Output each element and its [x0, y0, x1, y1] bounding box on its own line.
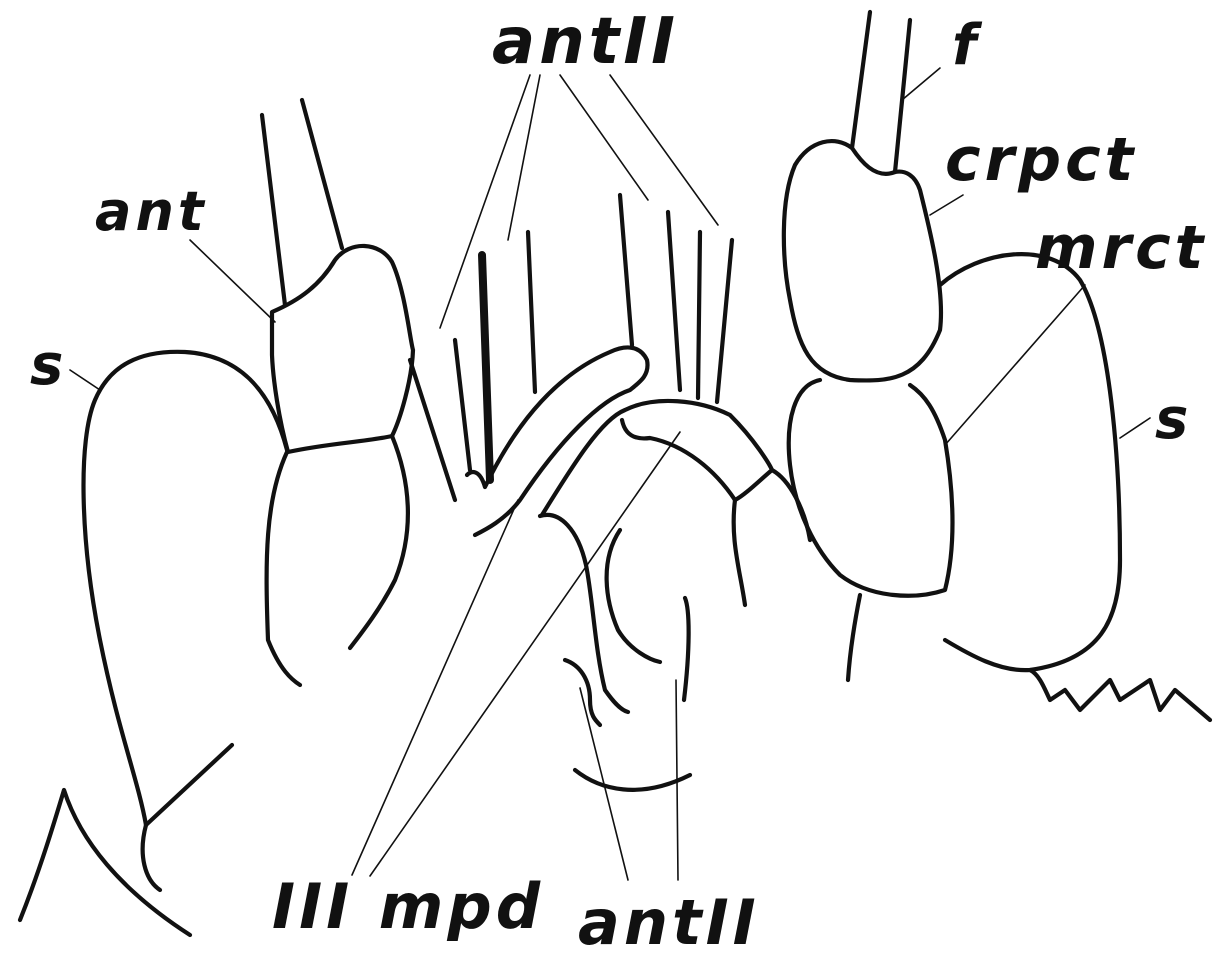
leader-f	[902, 68, 940, 100]
left-sac-stub-right	[146, 745, 232, 825]
label-mrct: mrct	[1035, 218, 1207, 278]
left-antennule-rod-b	[302, 100, 342, 248]
left-tip-spike	[20, 790, 190, 935]
leader-antII-2	[508, 75, 540, 240]
label-crpct: crpct	[945, 130, 1137, 190]
label-s-right: s	[1155, 392, 1192, 448]
leader-s-left	[70, 370, 100, 390]
left-antennule-rod-a	[262, 115, 285, 305]
leader-crpct	[930, 195, 963, 215]
lower-appendage-right	[684, 598, 689, 700]
left-sac-outline	[84, 352, 287, 825]
label-s-left: s	[30, 338, 67, 394]
f-rod-left	[852, 12, 870, 148]
center-bristle-1	[455, 340, 470, 470]
leader-IIImpd-2	[370, 432, 680, 876]
leader-ant	[190, 240, 275, 322]
right-inner-lobe	[734, 500, 745, 605]
label-IIImpd: III mpd	[272, 876, 544, 938]
leader-antII-3	[560, 75, 648, 200]
label-antII-bottom: antII	[578, 892, 760, 954]
left-lower-segment	[267, 452, 300, 685]
center-bristle-3	[620, 195, 632, 345]
leader-antII-4	[610, 75, 718, 225]
label-f: f	[952, 18, 980, 74]
lower-appendage-tip	[575, 770, 690, 790]
label-ant: ant	[95, 185, 208, 239]
lower-appendage-hook	[565, 660, 600, 725]
center-bristle-2	[528, 232, 535, 392]
leader-antII-bottom-1	[580, 688, 628, 880]
merocerite-segment	[789, 380, 953, 596]
left-antennule-segment	[272, 246, 413, 452]
leader-IIImpd-1	[352, 500, 518, 875]
left-sac-stub-lower	[143, 825, 160, 890]
left-oblique-rod	[410, 360, 455, 500]
left-lower-segment-right	[350, 436, 408, 648]
right-bristle-1	[668, 212, 680, 390]
right-sac-zigzag	[1030, 670, 1210, 720]
right-bristle-3	[717, 240, 732, 402]
leader-antII-bottom-2	[676, 680, 678, 880]
label-antII-top: antII	[492, 10, 679, 74]
leader-s-right	[1120, 418, 1150, 438]
right-bristle-2	[698, 232, 700, 398]
carpocerite-segment	[784, 141, 941, 380]
right-sac-outline	[940, 254, 1120, 670]
center-bristle-thick	[482, 255, 490, 480]
central-tube	[467, 347, 648, 535]
leader-mrct	[945, 285, 1085, 445]
merocerite-tail	[848, 595, 860, 680]
lower-appendage-inner	[607, 530, 660, 662]
curved-arch	[542, 401, 772, 515]
